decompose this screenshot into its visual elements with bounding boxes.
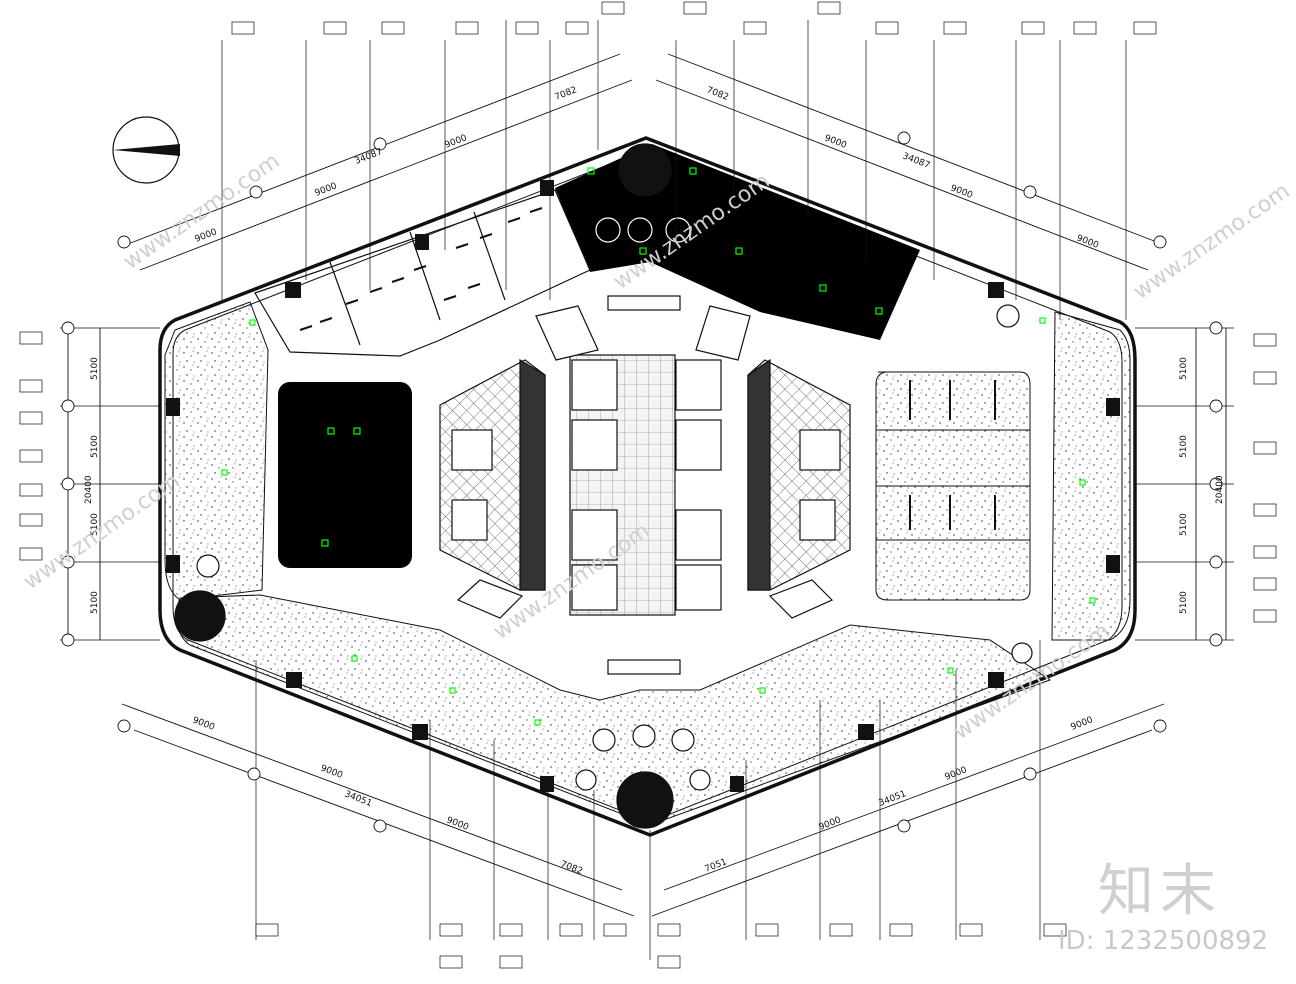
dim-left-4: 5100 [90, 591, 100, 614]
lobby-panels [456, 295, 834, 675]
dim-top-left-2: 9000 [313, 181, 338, 199]
dim-bottom-left-3: 9000 [445, 815, 470, 833]
grid-bubbles [61, 131, 1223, 833]
dim-left-total: 20400 [84, 475, 94, 504]
dim-right-total: 20400 [1215, 475, 1225, 504]
dim-bottom-right-total: 34051 [877, 789, 907, 809]
dim-bottom-right-2: 9000 [817, 815, 842, 833]
svg-text:www.znzmo.com: www.znzmo.com [119, 149, 284, 275]
dim-top-right-total: 34087 [901, 151, 931, 171]
dim-top-left-4: 7082 [553, 85, 578, 103]
dim-right-4: 5100 [1179, 591, 1189, 614]
dim-top-left-total: 34087 [353, 147, 383, 167]
dim-bottom-left-4: 7082 [559, 859, 584, 877]
dim-left-3: 5100 [90, 513, 100, 536]
callout-tags [19, 1, 1277, 969]
brand-watermark: 知末 [1098, 859, 1222, 924]
dim-right-3: 5100 [1179, 513, 1189, 536]
north-arrow-icon [112, 116, 180, 184]
dim-bottom-left-total: 34051 [343, 789, 373, 809]
dim-bottom-left-1: 9000 [191, 715, 216, 733]
office-partitions [254, 189, 591, 357]
dim-bottom-right-4: 9000 [1069, 715, 1094, 733]
dim-right-2: 5100 [1179, 435, 1189, 458]
dim-top-right-2: 9000 [823, 133, 848, 151]
dim-top-right-4: 9000 [1075, 233, 1100, 251]
dim-bottom-right-1: 7051 [703, 857, 728, 875]
light-markers [221, 167, 1096, 726]
central-core [439, 354, 851, 616]
image-id-watermark: ID: 1232500892 [1058, 926, 1269, 956]
structural-columns [166, 180, 1120, 792]
speckled-zones [164, 301, 1131, 826]
dim-left-2: 5100 [90, 435, 100, 458]
callout-leaders [221, 20, 1127, 960]
round-tables [174, 143, 1033, 829]
dim-right-1: 5100 [1179, 357, 1189, 380]
dim-left-1: 5100 [90, 357, 100, 380]
right-office-grid [876, 380, 1030, 541]
